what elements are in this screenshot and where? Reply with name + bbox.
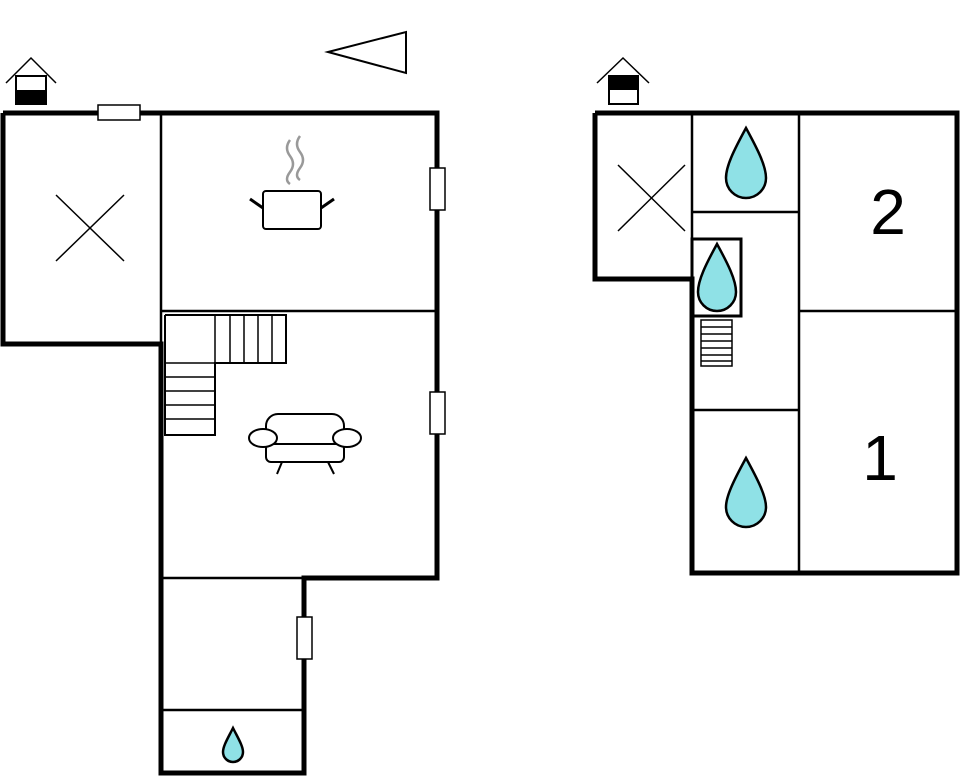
ground-floor-plan — [0, 56, 446, 776]
staircase-icon — [700, 319, 733, 367]
cross-mark-icon — [617, 164, 686, 232]
north-arrow — [324, 30, 407, 75]
entrance-house-icon — [596, 56, 650, 105]
entrance-house-icon — [5, 56, 57, 105]
window — [429, 167, 446, 211]
water-drop-icon — [221, 725, 245, 764]
window — [97, 104, 141, 121]
window — [429, 391, 446, 435]
upper-floor-outer-wall — [592, 110, 960, 576]
window — [296, 616, 313, 660]
sofa-icon — [248, 413, 362, 475]
ground-floor-outer-wall — [0, 110, 440, 776]
bedroom-1-label: 1 — [862, 422, 898, 494]
bedroom-2-label: 2 — [870, 176, 906, 248]
water-drop-icon — [696, 241, 738, 313]
shower-enclosure — [690, 237, 743, 318]
water-drop-icon — [724, 455, 768, 529]
cross-mark-icon — [55, 194, 125, 262]
upper-floor-plan: 2 1 — [592, 56, 960, 576]
staircase-icon — [164, 314, 287, 436]
kitchen-pot-icon — [249, 135, 335, 230]
water-drop-icon — [724, 125, 768, 200]
